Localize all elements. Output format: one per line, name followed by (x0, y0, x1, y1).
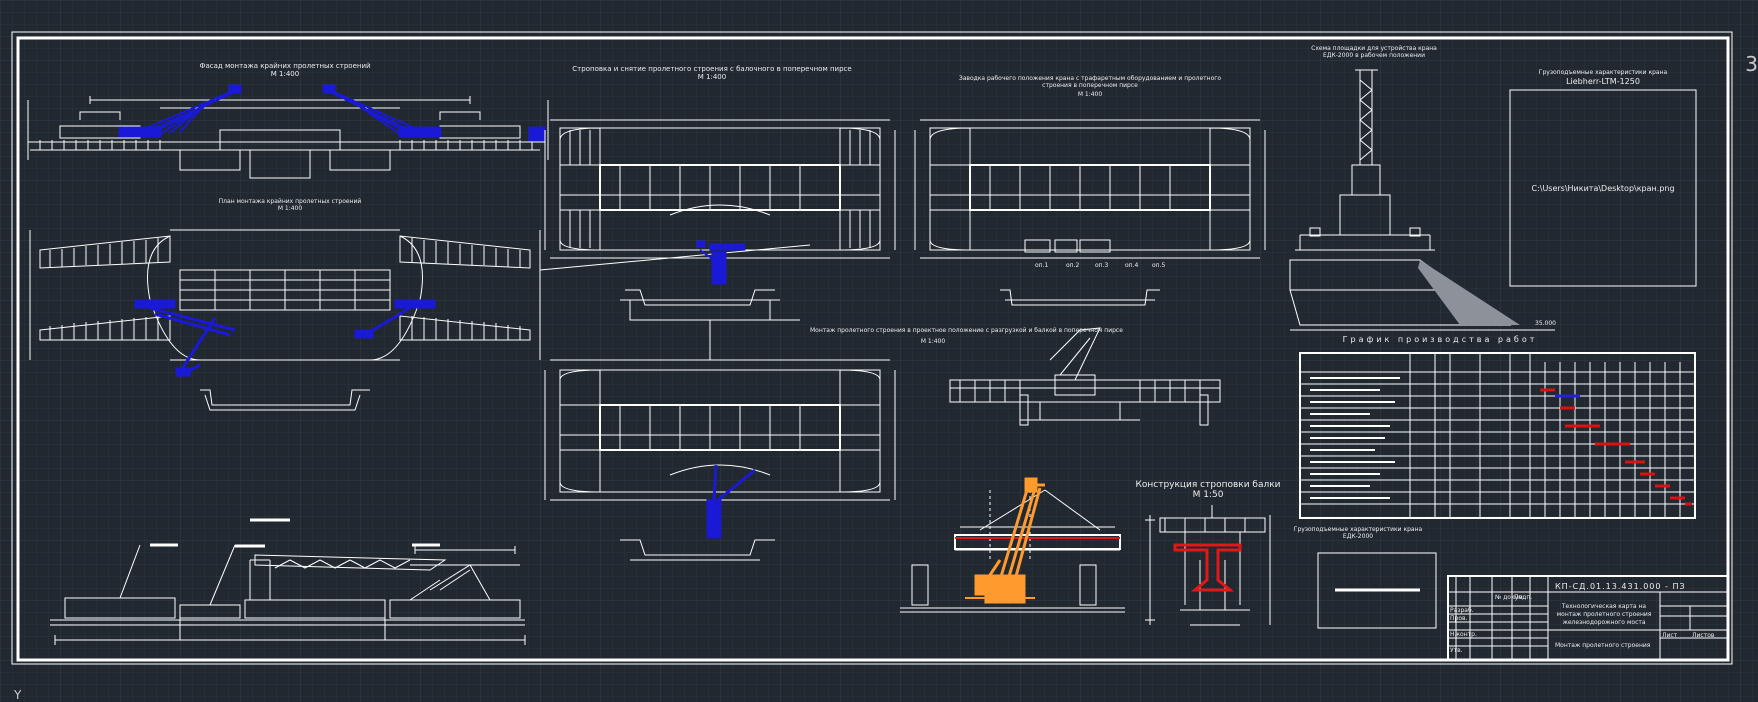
plan-left-scale: М 1:400 (277, 205, 303, 212)
title-block-sheet-name: Монтаж пролетного строения (1555, 642, 1651, 649)
crane-chart-frame[interactable] (1509, 89, 1697, 287)
viewport-number[interactable]: 3 (1745, 52, 1758, 76)
schedule-title: График производства работ (1342, 335, 1538, 344)
plan-right-top-view[interactable] (920, 119, 1260, 306)
axis-label-3: оп.3 (1095, 262, 1109, 269)
edk-chart-frame[interactable] (1317, 552, 1437, 629)
title-block-stage: Лист (1662, 632, 1678, 639)
schedule-table[interactable] (1299, 352, 1696, 519)
facade-scale: М 1:400 (270, 70, 300, 78)
axis-label-2: оп.2 (1066, 262, 1080, 269)
plan-mid-top-title: Строповка и снятие пролетного строения с… (572, 65, 852, 73)
tower-crane-subtitle: ЕДК-2000 в рабочем положении (1323, 52, 1425, 59)
title-block-code: КП-СД.01.13.431.000 - ПЗ (1555, 582, 1686, 591)
title-block-row-checked: Пров. (1450, 615, 1468, 622)
sheet-frame (11, 31, 1733, 665)
title-block-sheets: Листов (1692, 632, 1715, 639)
crane-chart-subtitle: Liebherr-LTM-1250 (1566, 77, 1640, 86)
sling-title: Конструкция строповки балки (1135, 480, 1281, 490)
axis-label-5: оп.5 (1152, 262, 1166, 269)
title-block[interactable] (1447, 575, 1729, 661)
orange-crane-view[interactable] (900, 489, 1125, 613)
plan-left-crane (134, 299, 436, 378)
title-block-row-developer: Разраб. (1450, 607, 1474, 614)
mid-section-view[interactable] (949, 327, 1221, 426)
edk-chart-subtitle: ЕДК-2000 (1342, 533, 1374, 540)
sling-beam-red (1173, 543, 1242, 592)
plan-mid-bottom-view[interactable] (550, 319, 890, 561)
plan-mid-top-scale: М 1:400 (697, 73, 727, 81)
tower-crane-title: Схема площадки для устройства крана (1311, 45, 1437, 52)
plan-right-top-title: Заводка рабочего положения крана с трафа… (958, 75, 1222, 89)
title-block-col-doc: № докум. (1495, 594, 1525, 601)
title-block-row-approved: Утв. (1450, 647, 1463, 654)
facade-crane-right (322, 84, 546, 142)
plan-left-view[interactable] (39, 229, 531, 411)
axis-label-4: оп.4 (1125, 262, 1139, 269)
sling-scale: М 1:50 (1192, 490, 1224, 500)
schedule-bars (1540, 388, 1692, 506)
title-block-name: Технологическая карта на монтаж пролетно… (1556, 603, 1652, 626)
mid-section-scale: М 1:400 (920, 338, 946, 345)
orange-crane (965, 477, 1045, 604)
tower-crane-view[interactable] (1289, 69, 1555, 331)
title-block-col-sign: Подп. (1514, 594, 1533, 601)
facade-title: Фасад монтажа крайних пролетных строений (199, 62, 371, 70)
crane-chart-image-path[interactable]: C:\Users\Никита\Desktop\кран.png (1531, 184, 1675, 193)
title-block-row-norm: Н.контр. (1450, 631, 1477, 638)
train-details (150, 518, 440, 548)
plan-mid-bottom-crane (706, 464, 756, 539)
plan-mid-top-crane (696, 240, 746, 285)
mid-section-title: Монтаж пролетного строения в проектное п… (810, 327, 1123, 334)
facade-crane-left (118, 84, 242, 138)
crane-chart-title: Грузоподъемные характеристики крана (1538, 69, 1668, 76)
dimension-lines (27, 100, 1266, 500)
train-crane-view[interactable] (50, 544, 526, 645)
ucs-axis-icon: Y (14, 688, 22, 702)
axis-label-1: оп.1 (1035, 262, 1049, 269)
level-mark: 35.000 (1535, 320, 1556, 327)
plan-left-title: План монтажа крайних пролетных строений (218, 198, 362, 205)
plan-right-top-scale: М 1:400 (1077, 91, 1103, 98)
edk-chart-title: Грузоподъемные характеристики крана (1293, 526, 1423, 533)
tower-gravel (1418, 260, 1520, 325)
